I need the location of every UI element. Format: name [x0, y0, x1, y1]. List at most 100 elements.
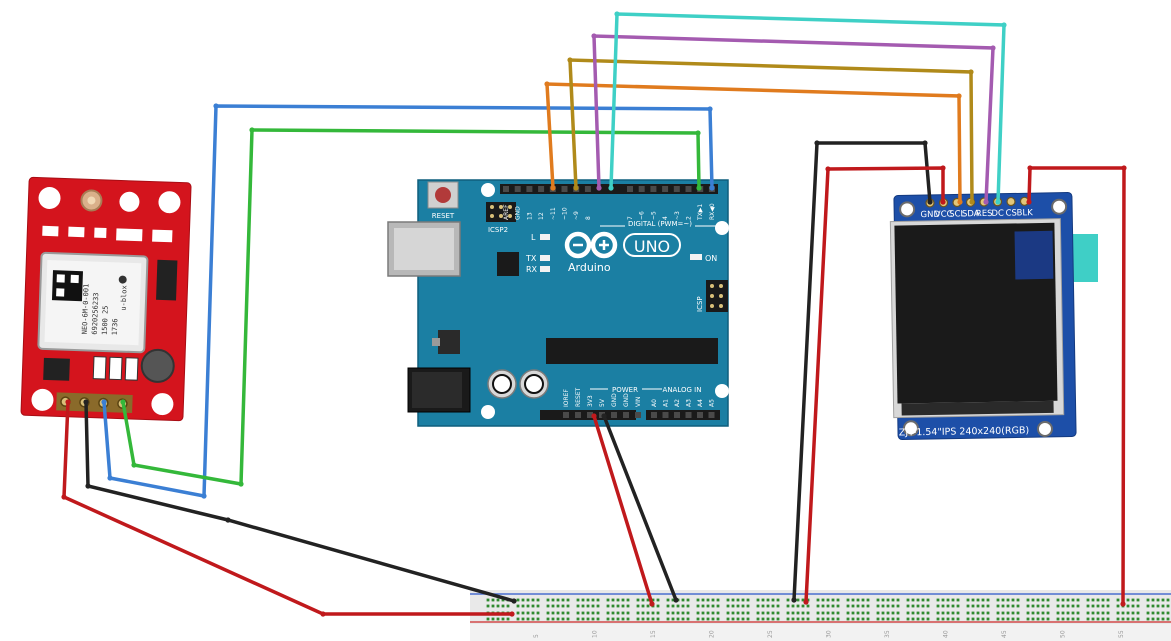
breadboard-hole: [996, 604, 1000, 608]
breadboard-hole: [831, 611, 835, 615]
power-pin[interactable]: [575, 412, 581, 418]
breadboard-hole: [981, 611, 985, 615]
power-pin[interactable]: [587, 412, 593, 418]
wire-gps-gnd[interactable]: [84, 400, 516, 603]
wire-arduino-5v[interactable]: [592, 414, 654, 606]
display-pin-label: VCC: [935, 210, 953, 220]
icsp-pin: [710, 294, 714, 298]
breadboard-hole: [696, 617, 700, 621]
breadboard-hole: [1166, 611, 1170, 615]
breadboard-hole: [1166, 617, 1170, 621]
icsp-header[interactable]: [706, 280, 728, 312]
analog-pin[interactable]: [708, 412, 715, 418]
digital-pin[interactable]: [526, 186, 533, 192]
power-pin[interactable]: [611, 412, 617, 418]
breadboard-hole: [621, 611, 625, 615]
wire-joint: [596, 185, 602, 191]
wire-joint: [940, 199, 946, 205]
breadboard-hole: [1071, 598, 1075, 602]
breadboard-hole: [906, 598, 910, 602]
power-pin[interactable]: [623, 412, 629, 418]
qr-code-icon: [51, 270, 83, 302]
breadboard-hole: [1061, 604, 1065, 608]
digital-label: DIGITAL (PWM=~): [628, 220, 692, 228]
digital-pin[interactable]: [685, 186, 692, 192]
breadboard-hole: [1091, 604, 1095, 608]
analog-pin[interactable]: [651, 412, 657, 418]
breadboard-hole: [1076, 617, 1080, 621]
gps-chip-text: 1736: [111, 318, 120, 335]
breadboard-hole: [796, 604, 800, 608]
breadboard-hole: [951, 611, 955, 615]
digital-pin-label: 2: [686, 216, 693, 220]
breadboard-hole: [711, 598, 715, 602]
display-pin[interactable]: [1006, 196, 1016, 207]
wire-display-gnd[interactable]: [792, 141, 932, 602]
smd-component: [94, 227, 107, 239]
power-pin-label: 3V3: [587, 395, 594, 407]
breadboard-hole: [1166, 598, 1170, 602]
breadboard-hole: [1106, 617, 1110, 621]
analog-pin[interactable]: [674, 412, 680, 418]
analog-pin[interactable]: [685, 412, 692, 418]
power-pin[interactable]: [635, 412, 641, 418]
gps-module: NEO-6M-0-001 6920256233 1500 25 1736 u-b…: [20, 176, 192, 422]
digital-pin[interactable]: [503, 186, 509, 192]
breadboard-hole: [976, 611, 980, 615]
wire-display-scl-to-d13[interactable]: [545, 82, 962, 204]
wire-gps-tx-to-rx0[interactable]: [102, 104, 714, 499]
arduino-mount-hole: [715, 384, 729, 398]
breadboard-hole: [791, 617, 795, 621]
wire-display-dc-to-d8[interactable]: [609, 12, 1006, 204]
digital-pin[interactable]: [627, 186, 633, 192]
wire-gps-rx-to-tx1[interactable]: [121, 128, 701, 487]
breadboard-hole: [711, 611, 715, 615]
breadboard-hole: [906, 617, 910, 621]
wire-display-res-to-d9[interactable]: [592, 34, 995, 204]
breadboard-hole: [666, 604, 670, 608]
arduino-mount-hole: [481, 405, 495, 419]
breadboard-hole: [491, 604, 495, 608]
breadboard-hole: [686, 598, 690, 602]
display-model-label: ZJY-1.54"IPS 240x240(RGB): [899, 425, 1029, 438]
breadboard-hole: [786, 598, 790, 602]
breadboard-hole: [876, 604, 880, 608]
digital-pin[interactable]: [673, 186, 680, 192]
power-pin-label: RESET: [575, 387, 582, 407]
wire-display-blk[interactable]: [1027, 166, 1126, 606]
breadboard-hole: [776, 598, 780, 602]
wire-arduino-gnd[interactable]: [602, 414, 678, 602]
breadboard-hole: [536, 598, 540, 602]
smd-component: [124, 357, 139, 381]
digital-pin[interactable]: [662, 186, 669, 192]
breadboard-hole: [566, 598, 570, 602]
power-pin[interactable]: [563, 412, 569, 418]
breadboard-hole: [881, 604, 885, 608]
power-pin-label: GND: [611, 393, 618, 407]
breadboard-hole: [826, 617, 830, 621]
wire-joint: [1121, 165, 1127, 171]
breadboard-hole: [986, 604, 990, 608]
wire-joint: [649, 601, 655, 607]
breadboard-hole: [971, 611, 975, 615]
digital-pin[interactable]: [584, 186, 591, 192]
arduino-mount-hole: [481, 183, 495, 197]
display-pin-label: DC: [991, 209, 1004, 219]
wire-display-vcc[interactable]: [804, 166, 945, 604]
wire-display-sda-to-d11[interactable]: [568, 58, 974, 204]
digital-pin[interactable]: [561, 186, 568, 192]
analog-pin[interactable]: [662, 412, 669, 418]
digital-pin[interactable]: [650, 186, 657, 192]
digital-pin[interactable]: [538, 186, 545, 192]
wire-joint: [544, 81, 550, 87]
reset-button-cap[interactable]: [435, 187, 451, 203]
digital-pin[interactable]: [514, 186, 521, 192]
wire-gps-vcc[interactable]: [62, 400, 514, 616]
gps-mount-hole: [31, 388, 54, 411]
analog-pin[interactable]: [697, 412, 703, 418]
digital-pin[interactable]: [638, 186, 645, 192]
breadboard-hole: [1046, 617, 1050, 621]
breadboard-hole: [1136, 611, 1140, 615]
breadboard-hole: [856, 611, 860, 615]
